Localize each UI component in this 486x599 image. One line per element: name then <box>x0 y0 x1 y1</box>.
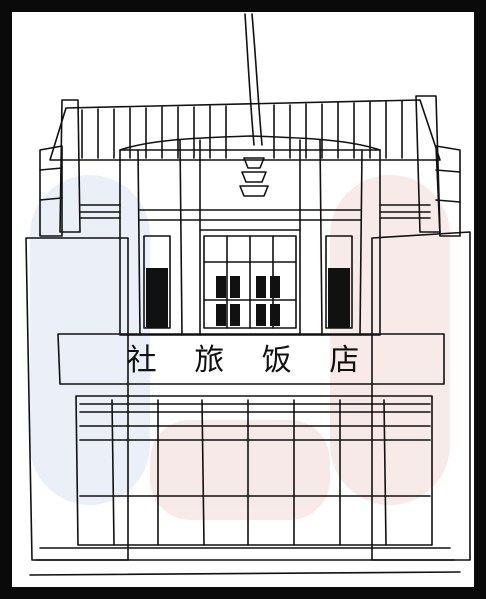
roof <box>49 99 441 161</box>
facade <box>79 135 431 336</box>
dark-panes <box>146 268 350 328</box>
right-tower <box>371 95 471 561</box>
arcade <box>29 395 461 576</box>
spire <box>239 13 269 197</box>
sign-board <box>57 333 445 385</box>
sign-text: 社 旅 饭 店 <box>127 343 374 378</box>
